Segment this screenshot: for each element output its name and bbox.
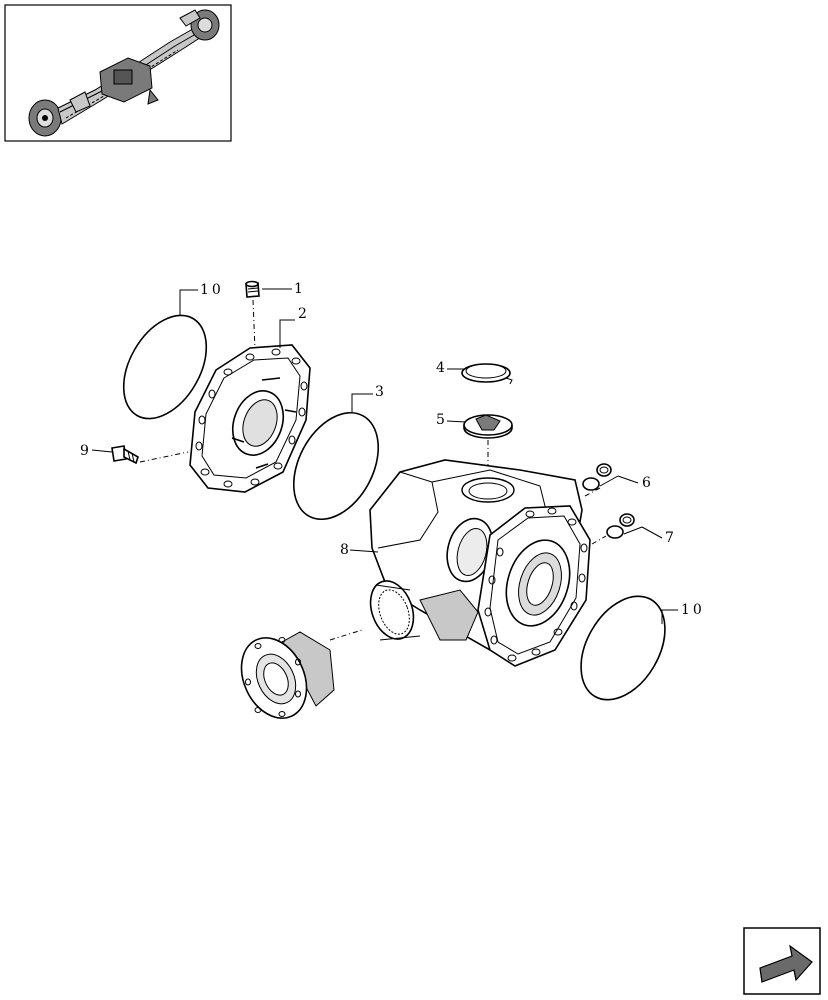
bearing-flange[interactable]: [229, 627, 335, 728]
callout-7: 7: [665, 530, 674, 546]
callout-1: 1: [294, 281, 303, 297]
callout-labels: 10 1 2 3 4 5 6 7 8 9 10: [80, 281, 705, 618]
exit-arrow-icon[interactable]: [743, 927, 821, 995]
callout-3: 3: [375, 384, 384, 400]
callout-5: 5: [436, 412, 445, 428]
callout-2: 2: [298, 306, 307, 322]
o-ring-10-right[interactable]: [564, 582, 682, 715]
o-ring-10-left[interactable]: [107, 301, 224, 433]
callout-9: 9: [80, 443, 89, 459]
callout-4: 4: [436, 360, 445, 376]
bolt-9[interactable]: [111, 445, 139, 465]
plug-7[interactable]: [606, 513, 635, 539]
o-ring-3[interactable]: [277, 398, 396, 533]
housing-8[interactable]: [363, 459, 591, 667]
callout-10-right: 10: [681, 602, 705, 618]
cover-plate-2[interactable]: [189, 344, 311, 493]
plug-1[interactable]: [245, 280, 260, 298]
plug-6[interactable]: [582, 463, 612, 491]
callout-6: 6: [642, 475, 651, 491]
callout-8: 8: [340, 542, 349, 558]
axle-thumbnail-drawing: [28, 9, 220, 137]
axle-thumbnail[interactable]: [4, 4, 232, 142]
callout-10-left: 10: [200, 282, 224, 298]
leader-lines: [91, 288, 678, 624]
cap-plate-5[interactable]: [463, 414, 513, 439]
circlip-4[interactable]: [461, 363, 513, 385]
